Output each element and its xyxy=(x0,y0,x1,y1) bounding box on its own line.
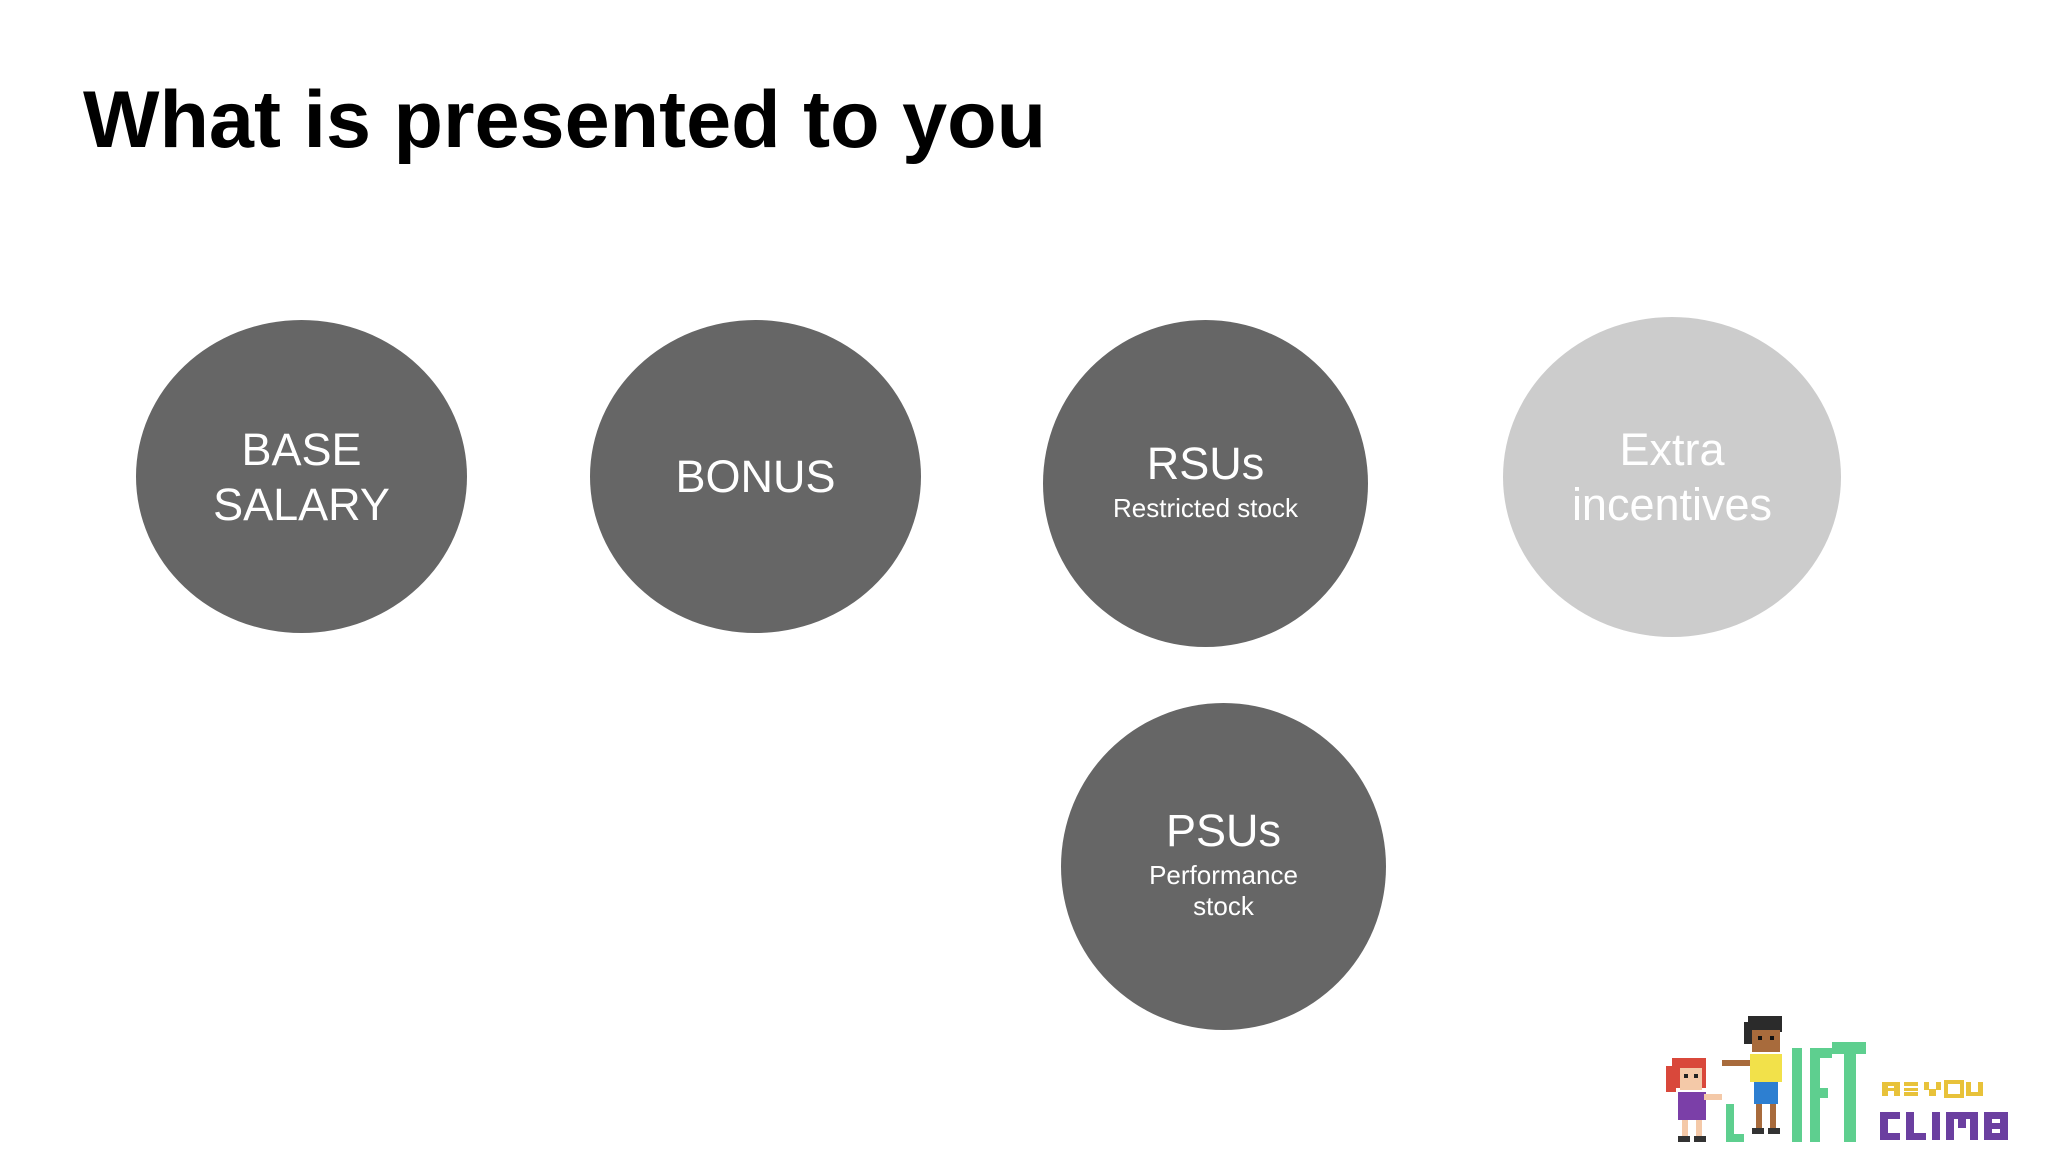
rsus-label: RSUs xyxy=(1146,437,1265,489)
psus-sublabel: Performance stock xyxy=(1149,860,1298,921)
as-you-lettering xyxy=(1882,1080,1983,1098)
climb-lettering xyxy=(1880,1112,2008,1140)
extra-incentives-label: Extra incentives xyxy=(1571,424,1773,530)
bonus-label: BONUS xyxy=(675,451,836,502)
lift-lettering xyxy=(1726,1042,1866,1142)
boy-character-icon xyxy=(1722,1016,1782,1134)
rsus-bubble: RSUs Restricted stock xyxy=(1043,320,1368,647)
psus-label: PSUs xyxy=(1165,805,1282,856)
girl-character-icon xyxy=(1666,1058,1722,1142)
base-salary-bubble: BASE SALARY xyxy=(136,320,467,633)
lift-as-you-climb-logo xyxy=(1666,1016,2008,1142)
extra-incentives-bubble: Extra incentives xyxy=(1503,317,1841,637)
slide-title: What is presented to you xyxy=(83,75,1047,165)
base-salary-label: BASE SALARY xyxy=(213,423,390,530)
psus-bubble: PSUs Performance stock xyxy=(1061,703,1386,1030)
rsus-sublabel: Restricted stock xyxy=(1113,492,1298,523)
bonus-bubble: BONUS xyxy=(590,320,921,633)
